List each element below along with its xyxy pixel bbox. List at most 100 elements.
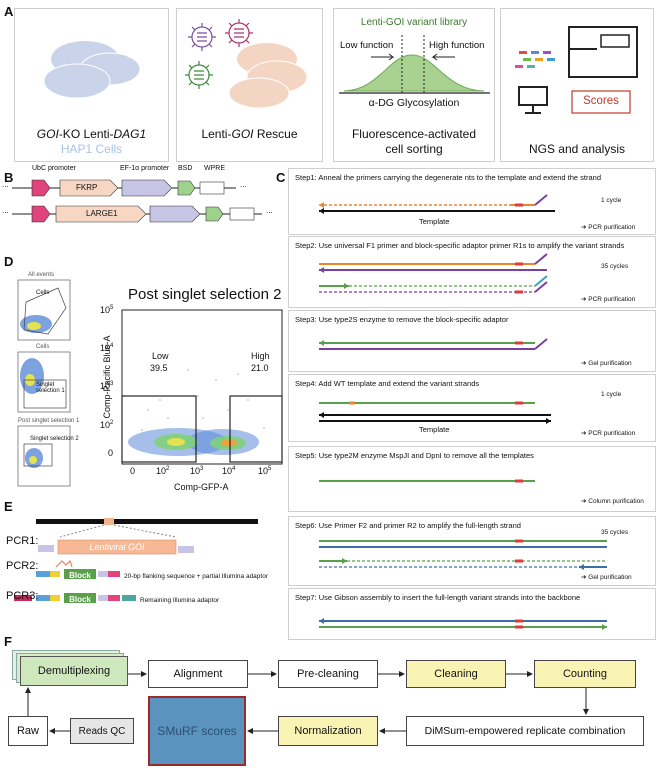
step-7-box: Step7: Use Gibson assembly to insert the… [288,588,656,640]
step-2-note: ➔ PCR purification [581,296,636,303]
glycosylation-axis-label: α-DG Glycosylation [368,97,460,109]
normalization-box: Normalization [278,716,378,746]
step-1-text: Step1: Anneal the primers carrying the d… [295,173,602,182]
cleaning-box: Cleaning [406,660,506,688]
step-3-diagram [319,338,548,350]
virus-icon-purple [188,23,216,51]
rescue-title: Lenti-GOI Rescue [201,127,298,141]
construct-large1 [12,205,262,223]
step-5-box: Step5: Use type2M enzyme MspJI and DpnI … [288,446,656,512]
pcr1-label: PCR1: [6,535,39,547]
xtick-5: 105 [258,466,272,476]
bsd-label: BSD [178,165,193,172]
gates [121,395,283,463]
pcr3-label: PCR3: [6,590,39,602]
block-label-pcr3: Block [69,595,91,604]
ngs-title: NGS and analysis [528,142,626,156]
step-4-diagram [319,401,551,424]
panel-a-card-facs: Lenti-GOI variant library Low function H… [333,8,495,162]
panel-e-label: E [4,499,13,514]
ytick-1: 105 [100,305,114,315]
low-function-label: Low function [340,40,394,51]
ef1a-promoter-label: EF-1α promoter [120,165,170,172]
facs-plot-all-events: All events Cells [14,272,72,348]
high-gate-label: High [251,351,270,361]
counting-box: Counting [534,660,636,688]
y-axis-label: Comp-Pacific Blue-A [102,335,112,419]
pcr3-note: Remaining Illumina adaptor [140,597,220,604]
low-gate-value: 39.5 [150,363,168,373]
step-5-text: Step5: Use type2M enzyme MspJI and DpnI … [295,451,534,460]
facs-plot-singlet-1: Post singlet selection 1 Singlet selecti… [14,418,79,494]
step-6-text: Step6: Use Primer F2 and primer R2 to am… [295,521,521,530]
dots-3: ... [2,206,9,215]
xtick-2: 102 [156,466,170,476]
large1-gene-label: LARGE1 [86,209,118,218]
step-1-box: Step1: Anneal the primers carrying the d… [288,168,656,235]
ytick-4: 102 [100,420,114,430]
step-3-note: ➔ Gel purification [581,360,632,367]
ytick-2: 104 [100,343,114,353]
ytick-3: 103 [100,381,114,391]
raw-box: Raw [8,716,48,746]
dimsum-box: DiMSum-empowered replicate combination [406,716,644,746]
plot1-title: All events [28,272,55,278]
plot2-gate: Singlet selection 1 [36,382,65,394]
step-1-diagram [319,194,555,214]
block-label-pcr2: Block [69,571,91,580]
step-5-note: ➔ Column purification [581,498,644,505]
virus-icon-magenta [225,19,253,47]
panel-a-card-ngs: Scores NGS and analysis [500,8,654,162]
panel-f-label: F [4,634,12,649]
step-3-box: Step3: Use type2S enzyme to remove the b… [288,310,656,372]
ytick-5: 0 [108,448,114,458]
ko-cells-title: GOI-KO Lenti-DAG1 [36,127,147,141]
fkrp-gene-label: FKRP [76,183,98,192]
xtick-1: 0 [130,466,136,476]
facs-title-2: cell sorting [385,142,443,156]
x-axis-label: Comp-GFP-A [174,482,229,492]
step-1-template: Template [419,217,450,226]
panel-a-label: A [4,4,14,19]
dots-1: ... [2,180,9,189]
variant-library-label: Lenti-GOI variant library [360,17,468,28]
step-2-cycles: 35 cycles [601,263,629,270]
dots-4: ... [266,206,273,215]
step-6-note: ➔ Gel purification [581,574,632,581]
xtick-3: 103 [190,466,204,476]
hap1-cells-label: HAP1 Cells [60,142,123,156]
smurf-scores-box: SMuRF scores [148,696,246,766]
hap1-cells-illustration [43,41,141,99]
step-6-box: Step6: Use Primer F2 and primer R2 to am… [288,516,656,586]
step-1-cycles: 1 cycle [601,197,622,204]
plot3-gate: Singlet selection 2 [30,436,79,442]
step-1-note: ➔ PCR purification [581,224,636,231]
step-6-diagram [319,539,607,570]
glycosylation-distribution [339,35,490,94]
ngs-illustration [515,26,638,114]
plot2-title: Cells [36,344,50,350]
step-6-cycles: 35 cycles [601,529,629,536]
facs-title-1: Fluorescence-activated [351,127,477,141]
step-4-template: Template [419,425,450,434]
high-function-label: High function [429,40,485,51]
step-4-cycles: 1 cycle [601,391,622,398]
virus-icon-green [185,61,213,89]
construct-maps [12,179,262,223]
panel-a-card-ko-cells: GOI-KO Lenti-DAG1 HAP1 Cells [14,8,169,162]
dots-2: ... [240,180,247,189]
step-4-text: Step4: Add WT template and extend the va… [295,379,480,388]
step-5-diagram [319,479,535,483]
xtick-4: 104 [222,466,236,476]
main-facs-title: Post singlet selection 2 [128,286,282,303]
step-2-diagram [319,253,548,294]
computer-icon [518,86,548,114]
pcr2-label: PCR2: [6,560,39,572]
lentivirus-rescue-illustration [185,19,308,109]
step-4-note: ➔ PCR purification [581,430,636,437]
high-gate-value: 21.0 [251,363,269,373]
step-4-box: Step4: Add WT template and extend the va… [288,374,656,442]
step-2-text: Step2: Use universal F1 primer and block… [295,241,625,250]
demultiplexing-box: Demultiplexing [20,656,128,686]
plot3-title: Post singlet selection 1 [18,418,80,424]
